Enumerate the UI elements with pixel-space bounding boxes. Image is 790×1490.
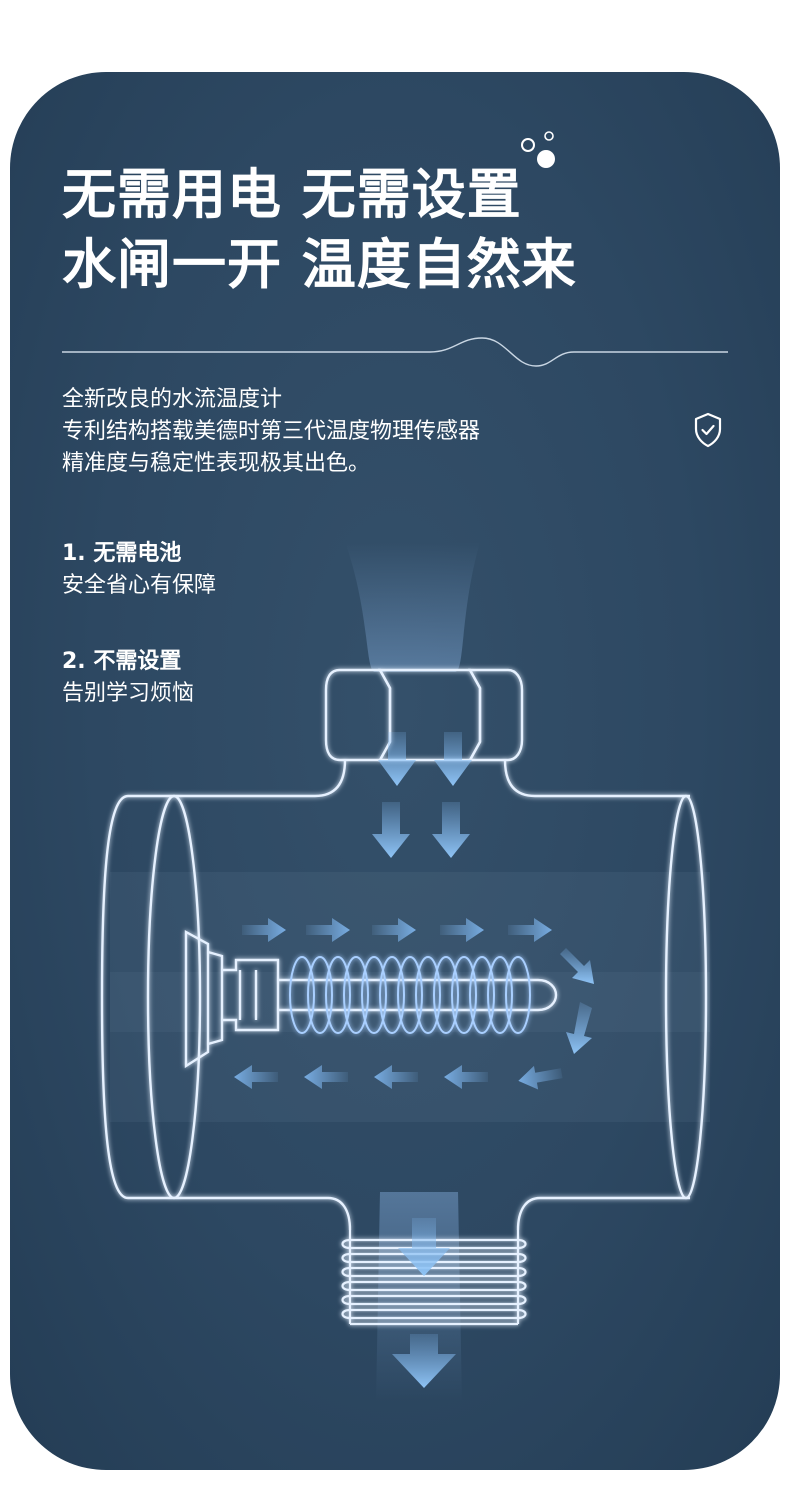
description-line: 全新改良的水流温度计 [62,387,283,412]
down-arrow-icon [392,1334,456,1388]
sensor-pipe-illustration [100,542,710,1402]
turn-arrows [560,948,594,1054]
description-line: 精准度与稳定性表现极其出色。 [62,451,371,476]
left-arrow-icon [304,1065,348,1089]
left-arrow-icon [444,1065,488,1089]
down-arrow-icon [372,802,410,858]
pipe-inner-light [110,972,710,1032]
left-arrow-icon [234,1065,278,1089]
description-line: 专利结构搭载美德时第三代温度物理传感器 [62,419,481,444]
right-arrow-icon [306,918,350,942]
hex-nut [324,668,524,762]
sensor-spring [289,956,531,1034]
feature-card: 无需用电 无需设置 水闸一开 温度自然来 全新改良的水流温度计 专利结构搭载美德… [10,72,780,1470]
description: 全新改良的水流温度计 专利结构搭载美德时第三代温度物理传感器 精准度与稳定性表现… [62,384,480,480]
right-arrow-icon [242,918,286,942]
outflow-arrows [392,1218,456,1388]
down-right-arrow-icon [560,948,594,984]
feature-title: 2. 不需设置 [62,649,182,674]
left-arrow-icon [518,1065,563,1090]
down-left-arrow-icon [566,1002,592,1054]
feature-desc: 安全省心有保障 [62,573,217,598]
inflow-light-beam [345,542,480,672]
headline-line-1: 无需用电 无需设置 [62,163,522,226]
left-arrow-icon [374,1065,418,1089]
down-arrow-icon [434,732,472,786]
pipe-body [100,759,708,1231]
inflow-arrows [372,732,472,858]
bubbles-icon [521,131,555,168]
right-arrow-icon [372,918,416,942]
feature-desc: 告别学习烦恼 [62,681,195,706]
threaded-outlet [341,1230,527,1326]
shield-check-icon [694,412,722,448]
down-arrow-icon [432,802,470,858]
feature-no-setup: 2. 不需设置 告别学习烦恼 [62,646,194,710]
down-arrow-icon [398,1218,450,1276]
right-arrow-icon [508,918,552,942]
wave-divider [62,337,728,367]
down-arrow-icon [378,732,416,786]
feature-title: 1. 无需电池 [62,541,182,566]
left-flow-arrows [234,1065,563,1090]
right-arrow-icon [440,918,484,942]
feature-no-battery: 1. 无需电池 安全省心有保障 [62,538,216,602]
headline-line-2: 水闸一开 温度自然来 [62,233,577,296]
headline: 无需用电 无需设置 水闸一开 温度自然来 [62,160,702,300]
right-flow-arrows [242,918,552,942]
